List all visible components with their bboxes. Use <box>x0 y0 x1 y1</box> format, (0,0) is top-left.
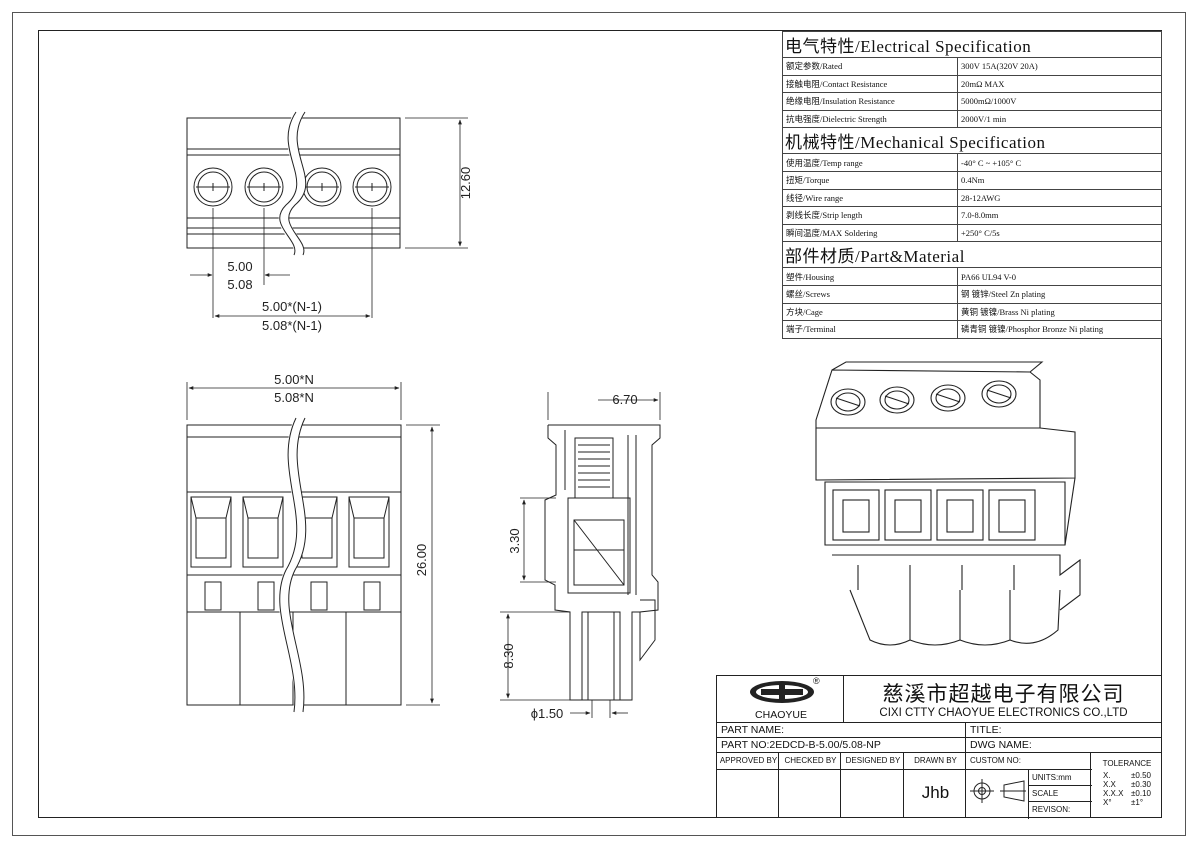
dim-pin-diameter: ϕ1.50 <box>531 706 564 721</box>
side-view-dimensions <box>500 392 661 718</box>
spec-row-value: +250° C/5s <box>957 223 1162 243</box>
spec-section-header: 机械特性/Mechanical Specification <box>782 127 1162 155</box>
spec-row-value: -40° C ~ +105° C <box>957 153 1162 172</box>
spec-row-value: 28-12AWG <box>957 188 1162 208</box>
spec-section-header: 电气特性/Electrical Specification <box>782 31 1162 58</box>
spec-row-label: 使用温度/Temp range <box>782 153 958 172</box>
company-name-cn: 慈溪市超越电子有限公司 <box>882 683 1125 706</box>
iso-openings <box>832 489 1036 541</box>
approved-by-label: APPROVED BY <box>719 756 778 765</box>
custom-no-label: CUSTOM NO: <box>970 756 1021 765</box>
checked-by-cell: CHECKED BY <box>778 752 842 818</box>
spec-row-value: 钢 镀锌/Steel Zn plating <box>957 284 1162 304</box>
side-section-view <box>544 424 661 701</box>
outer-border <box>12 12 1186 836</box>
spec-row-label: 方块/Cage <box>782 302 958 322</box>
spec-row-value: 300V 15A(320V 20A) <box>957 57 1162 76</box>
dwg-name-label: DWG NAME: <box>970 739 1032 751</box>
revision-label: REVISON: <box>1032 805 1071 814</box>
dim-side-b: 8.30 <box>501 643 516 668</box>
checked-by-label: CHECKED BY <box>784 756 837 765</box>
designed-by-label: DESIGNED BY <box>845 756 901 765</box>
company-cell: 慈溪市超越电子有限公司 CIXI CTTY CHAOYUE ELECTRONIC… <box>843 675 1162 723</box>
dim-width-a: 5.00*N <box>274 372 314 387</box>
spec-row-value: 20mΩ MAX <box>957 74 1162 94</box>
spec-row-value: 黄铜 镀镍/Brass Ni plating <box>957 302 1162 322</box>
tolerance-key: X° <box>1103 798 1112 807</box>
tolerance-value: ±1° <box>1131 798 1144 807</box>
spec-row-value: 0.4Nm <box>957 170 1162 190</box>
front-view <box>186 415 402 713</box>
spec-row-label: 剥线长度/Strip length <box>782 206 958 225</box>
dim-side-a: 3.30 <box>507 528 522 553</box>
logo-cell: ® CHAOYUE <box>716 675 844 723</box>
spec-row-value: 7.0-8.0mm <box>957 206 1162 225</box>
part-no: PART NO:2EDCD-B-5.00/5.08-NP <box>721 739 881 751</box>
dim-top-height: 12.60 <box>458 167 473 200</box>
spec-row-value: 2000V/1 min <box>957 109 1162 129</box>
iso-screws <box>830 380 1017 416</box>
custom-no-cell: CUSTOM NO: UNITS:mm SCALE REVISON: <box>965 752 1092 819</box>
dim-span-a: 5.00*(N-1) <box>262 299 322 314</box>
dim-span-b: 5.08*(N-1) <box>262 318 322 333</box>
dim-side-depth: 6.70 <box>612 392 637 407</box>
title-block: ® CHAOYUE 慈溪市超越电子有限公司 CIXI CTTY CHAOYUE … <box>716 675 1162 819</box>
spec-row-value: PA66 UL94 V-0 <box>957 267 1162 286</box>
spec-section-header: 部件材质/Part&Material <box>782 241 1162 269</box>
spec-row-label: 瞬间温度/MAX Soldering <box>782 223 958 243</box>
drawn-by-cell: DRAWN BY Jhb <box>903 752 967 818</box>
top-screws <box>193 167 392 207</box>
spec-table: 电气特性/Electrical Specification 额定参数/Rated… <box>782 31 1162 339</box>
title-cell: TITLE: <box>965 722 1162 738</box>
projection-symbol-icon <box>970 779 1026 803</box>
company-name-en: CIXI CTTY CHAOYUE ELECTRONICS CO.,LTD <box>879 707 1128 719</box>
tolerance-cell: TOLERANCE X. ±0.50 X.X ±0.30 X.X.X ±0.10 X°… <box>1090 752 1162 818</box>
spec-row-label: 塑件/Housing <box>782 267 958 286</box>
part-no-cell: PART NO:2EDCD-B-5.00/5.08-NP <box>716 737 966 753</box>
title-label: TITLE: <box>970 724 1002 736</box>
isometric-view <box>815 361 1081 646</box>
dim-pitch-a: 5.00 <box>227 259 252 274</box>
spec-row-label: 线径/Wire range <box>782 188 958 208</box>
top-view-dimensions <box>190 117 468 318</box>
tolerance-value: ±0.30 <box>1131 780 1151 789</box>
spec-row-label: 扭矩/Torque <box>782 170 958 190</box>
spec-row-label: 螺丝/Screws <box>782 284 958 304</box>
dim-pitch-b: 5.08 <box>227 277 252 292</box>
drawing-border <box>38 30 1162 818</box>
tolerance-value: ±0.10 <box>1131 789 1151 798</box>
logo-text: CHAOYUE <box>755 709 807 721</box>
tolerance-key: X. <box>1103 771 1111 780</box>
front-latches <box>204 581 381 705</box>
tolerance-label: TOLERANCE <box>1102 759 1152 768</box>
drawn-by-value: Jhb <box>921 783 950 802</box>
tolerance-key: X.X <box>1103 780 1116 789</box>
scale-label: SCALE <box>1032 789 1059 798</box>
spec-row-label: 接触电阻/Contact Resistance <box>782 74 958 94</box>
part-name-cell: PART NAME: <box>716 722 966 738</box>
spec-row-label: 端子/Terminal <box>782 320 958 339</box>
drawn-by-label: DRAWN BY <box>914 756 957 765</box>
designed-by-cell: DESIGNED BY <box>840 752 905 818</box>
front-wire-openings <box>190 496 390 568</box>
company-logo-icon <box>750 681 814 703</box>
spec-row-label: 抗电强度/Dielectric Strength <box>782 109 958 129</box>
spec-row-label: 额定参数/Rated <box>782 57 958 76</box>
registered-mark: ® <box>813 676 820 686</box>
front-view-dimensions <box>186 382 440 706</box>
spec-row-value: 磷青铜 镀镍/Phosphor Bronze Ni plating <box>957 320 1162 339</box>
spec-row-value: 5000mΩ/1000V <box>957 92 1162 111</box>
part-name-label: PART NAME: <box>721 724 785 736</box>
tolerance-key: X.X.X <box>1103 789 1124 798</box>
top-view <box>186 109 401 258</box>
dim-width-b: 5.08*N <box>274 390 314 405</box>
units-label: UNITS:mm <box>1032 773 1072 782</box>
dwg-name-cell: DWG NAME: <box>965 737 1162 753</box>
tolerance-value: ±0.50 <box>1131 771 1151 780</box>
approved-by-cell: APPROVED BY <box>716 752 780 818</box>
spec-row-label: 绝缘电阻/Insulation Resistance <box>782 92 958 111</box>
dim-front-height: 26.00 <box>414 544 429 577</box>
dimension-labels: 12.60 5.00 5.08 5.00*(N-1) 5.08*(N-1) 5.… <box>227 167 637 721</box>
